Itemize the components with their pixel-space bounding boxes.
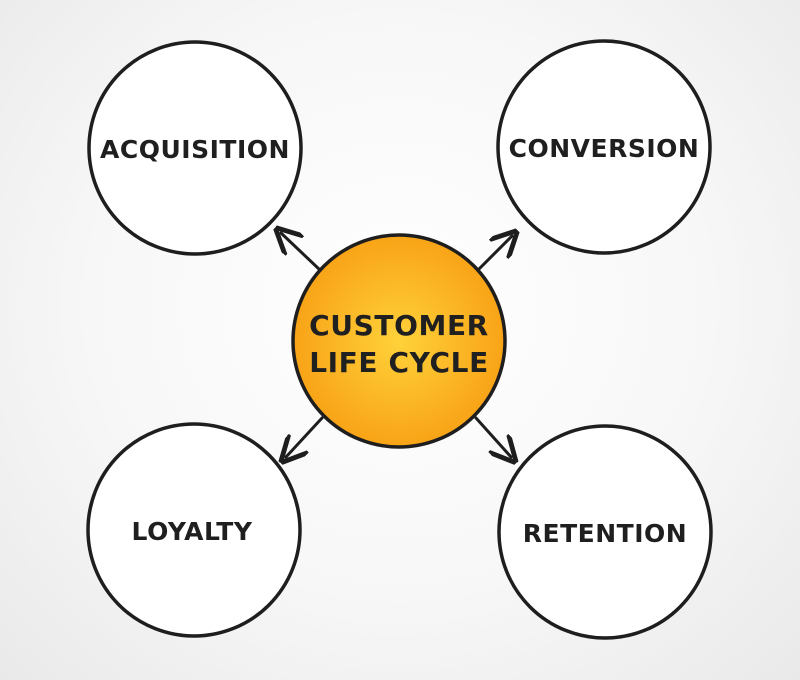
- node-conversion-circle: [496, 39, 712, 255]
- node-acquisition: ACQUISITION: [87, 40, 303, 256]
- center-label-line1: CUSTOMER: [309, 309, 489, 342]
- node-retention-label: RETENTION: [523, 519, 687, 548]
- node-retention: RETENTION: [497, 424, 713, 640]
- node-acquisition-circle: [87, 40, 303, 256]
- arrow-to-loyalty: [286, 416, 324, 457]
- center-label-line2: LIFE CYCLE: [309, 346, 489, 379]
- node-loyalty-label: LOYALTY: [132, 517, 253, 546]
- node-conversion-label: CONVERSION: [509, 134, 700, 163]
- arrow-to-retention: [474, 416, 511, 457]
- center-node-circle: [291, 233, 507, 449]
- center-node: CUSTOMER LIFE CYCLE: [291, 233, 507, 449]
- arrow-to-acquisition: [281, 233, 322, 272]
- node-conversion: CONVERSION: [496, 39, 712, 255]
- node-acquisition-label: ACQUISITION: [100, 135, 290, 164]
- node-retention-circle: [497, 424, 713, 640]
- node-loyalty: LOYALTY: [86, 422, 302, 638]
- arrow-to-conversion: [476, 236, 512, 272]
- node-loyalty-circle: [86, 422, 302, 638]
